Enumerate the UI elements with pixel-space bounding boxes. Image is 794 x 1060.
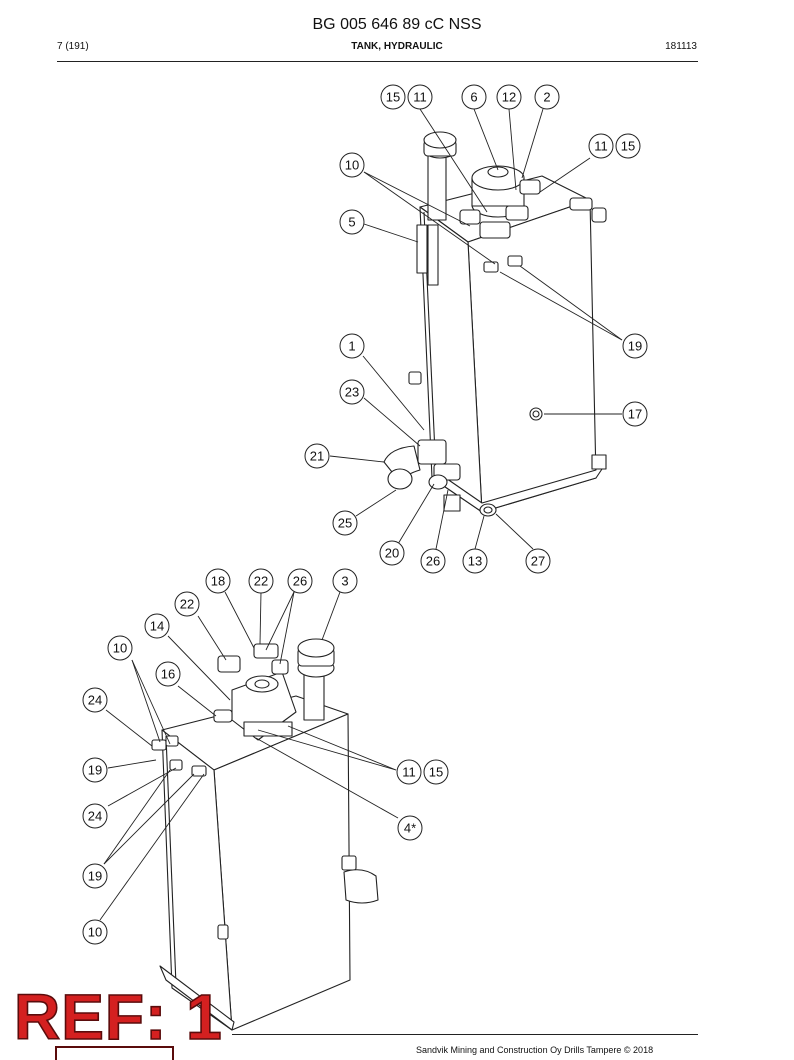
callout-25: 14 — [144, 613, 170, 639]
callout-21: 22 — [248, 568, 274, 594]
callout-9: 5 — [339, 209, 365, 235]
revision-date: 181113 — [665, 41, 697, 52]
callout-20: 18 — [205, 568, 231, 594]
svg-text:15: 15 — [621, 139, 635, 154]
svg-text:25: 25 — [338, 516, 352, 531]
callout-23: 3 — [332, 568, 358, 594]
svg-text:15: 15 — [386, 90, 400, 105]
callout-34: 19 — [82, 863, 108, 889]
callout-24: 22 — [174, 591, 200, 617]
svg-text:11: 11 — [402, 765, 416, 780]
svg-text:20: 20 — [385, 546, 399, 561]
callout-19: 27 — [525, 548, 551, 574]
callout-30: 11 — [396, 759, 422, 785]
svg-text:6: 6 — [470, 90, 477, 105]
svg-text:22: 22 — [254, 574, 268, 589]
leader-lines — [99, 108, 623, 921]
callout-14: 21 — [304, 443, 330, 469]
callout-12: 23 — [339, 379, 365, 405]
callout-22: 26 — [287, 568, 313, 594]
svg-text:19: 19 — [628, 339, 642, 354]
svg-text:24: 24 — [88, 693, 102, 708]
ref-stamp: REF: 1 — [13, 981, 223, 1053]
svg-text:3: 3 — [341, 574, 348, 589]
svg-text:11: 11 — [594, 139, 608, 154]
callout-31: 15 — [423, 759, 449, 785]
callout-18: 13 — [462, 548, 488, 574]
svg-text:12: 12 — [502, 90, 516, 105]
page-number: 7 (191) — [57, 41, 89, 52]
callout-26: 10 — [107, 635, 133, 661]
svg-text:14: 14 — [150, 619, 164, 634]
callout-17: 26 — [420, 548, 446, 574]
upper-tank — [383, 131, 607, 517]
callout-3: 6 — [461, 84, 487, 110]
callout-27: 16 — [155, 661, 181, 687]
footer-rule — [232, 1034, 698, 1035]
svg-text:24: 24 — [88, 809, 102, 824]
svg-text:11: 11 — [413, 90, 427, 105]
svg-text:10: 10 — [345, 158, 359, 173]
callout-29: 19 — [82, 757, 108, 783]
svg-text:5: 5 — [348, 215, 355, 230]
callout-1: 15 — [380, 84, 406, 110]
callout-6: 11 — [588, 133, 614, 159]
callout-4: 12 — [496, 84, 522, 110]
header-rule — [57, 61, 698, 62]
svg-text:15: 15 — [429, 765, 443, 780]
callout-35: 10 — [82, 919, 108, 945]
svg-text:18: 18 — [211, 574, 225, 589]
callout-11: 1 — [339, 333, 365, 359]
svg-text:10: 10 — [113, 641, 127, 656]
svg-text:23: 23 — [345, 385, 359, 400]
svg-text:26: 26 — [293, 574, 307, 589]
svg-text:2: 2 — [543, 90, 550, 105]
callouts: 15 11 6 12 2 11 15 10 5 19 1 23 17 21 25… — [82, 84, 648, 945]
section-title: TANK, HYDRAULIC — [351, 41, 443, 52]
svg-text:10: 10 — [88, 925, 102, 940]
lower-tank — [151, 638, 379, 1031]
callout-2: 11 — [407, 84, 433, 110]
svg-text:19: 19 — [88, 869, 102, 884]
svg-text:4*: 4* — [404, 821, 416, 836]
callout-7: 15 — [615, 133, 641, 159]
callout-10: 19 — [622, 333, 648, 359]
callout-33: 4* — [397, 815, 423, 841]
callout-32: 24 — [82, 803, 108, 829]
svg-text:19: 19 — [88, 763, 102, 778]
callout-13: 17 — [622, 401, 648, 427]
svg-text:22: 22 — [180, 597, 194, 612]
callout-28: 24 — [82, 687, 108, 713]
svg-text:16: 16 — [161, 667, 175, 682]
svg-text:17: 17 — [628, 407, 642, 422]
callout-5: 2 — [534, 84, 560, 110]
document-number: BG 005 646 89 cC NSS — [312, 16, 482, 33]
svg-text:27: 27 — [531, 554, 545, 569]
callout-15: 25 — [332, 510, 358, 536]
callout-16: 20 — [379, 540, 405, 566]
svg-text:1: 1 — [348, 339, 355, 354]
footer-copyright: Sandvik Mining and Construction Oy Drill… — [416, 1045, 654, 1055]
svg-text:21: 21 — [310, 449, 324, 464]
svg-text:26: 26 — [426, 554, 440, 569]
svg-text:13: 13 — [468, 554, 482, 569]
callout-8: 10 — [339, 152, 365, 178]
